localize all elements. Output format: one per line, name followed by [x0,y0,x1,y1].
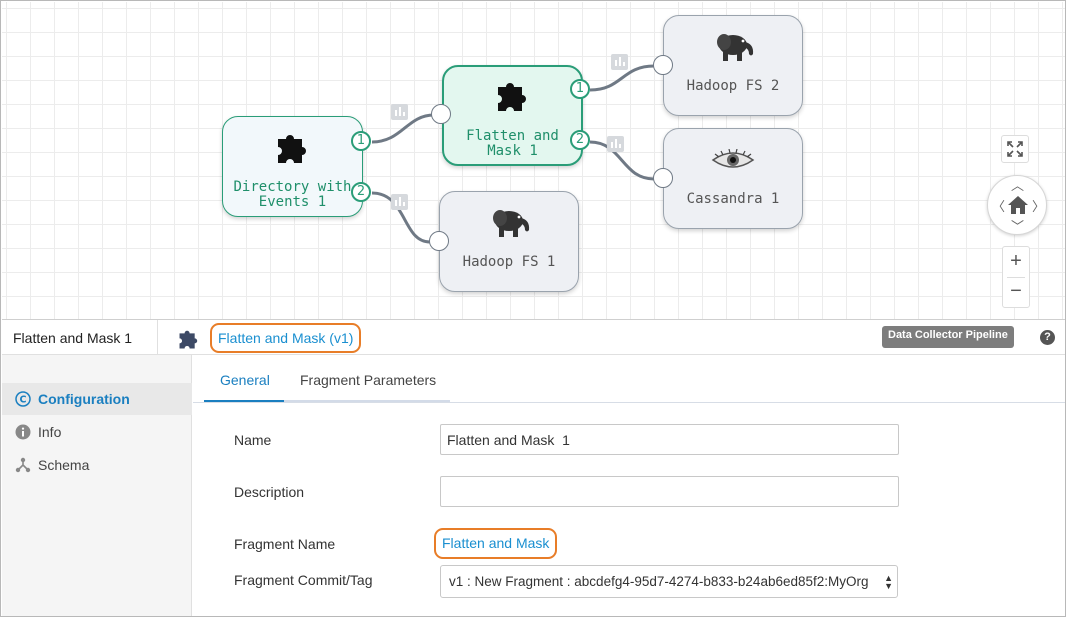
pipeline-edges [371,64,655,244]
fragment-name-link[interactable]: Flatten and Mask [434,528,558,559]
pipeline-canvas[interactable]: Directory with Events 1 1 2 Flatten and … [2,2,1065,319]
pan-up-icon[interactable]: ︿ [1011,178,1025,193]
pan-right-icon[interactable]: 〉 [1032,199,1046,214]
stage-title: Flatten and Mask 1 [13,330,133,346]
zoom-in-button[interactable]: + [1010,250,1022,272]
hadoop-elephant-icon [717,34,754,61]
node-label: Hadoop FS 1 [462,254,556,270]
node-label: Cassandra 1 [686,191,780,207]
input-port[interactable] [653,55,673,75]
edge-directory-to-hdfs1 [371,191,431,244]
config-tabs: General Fragment Parameters [193,355,1065,403]
sidebar-item-label: Info [38,424,62,440]
sidebar-item-configuration[interactable]: C Configuration [2,383,192,415]
output-port-2[interactable]: 2 [570,130,590,150]
cassandra-eye-icon [711,149,755,168]
node-label: Flatten and Mask 1 [466,128,559,159]
node-cassandra-1[interactable]: Cassandra 1 [663,128,803,229]
help-icon[interactable]: ? [1040,330,1055,345]
input-port[interactable] [431,104,451,124]
node-hadoop-fs-1[interactable]: Hadoop FS 1 [439,191,579,292]
edge-stats-icon[interactable] [607,136,624,152]
description-input[interactable] [440,476,899,507]
zoom-control: + − [1002,246,1030,308]
node-directory-with-events[interactable]: Directory with Events 1 [222,116,363,217]
edge-stats-icon[interactable] [611,54,628,70]
node-label: Directory with Events 1 [233,179,352,210]
schema-icon [15,457,31,473]
output-port-1[interactable]: 1 [351,131,371,151]
puzzle-icon [179,330,198,349]
fragment-commit-value: v1 : New Fragment : abcdefg4-95d7-4274-b… [449,574,869,589]
node-label: Hadoop FS 2 [686,78,780,94]
sidebar-item-label: Schema [38,457,90,473]
tab-fragment-parameters[interactable]: Fragment Parameters [300,372,437,388]
description-label: Description [234,484,305,500]
fragment-commit-label: Fragment Commit/Tag [234,572,373,588]
select-arrows-icon: ▲▼ [884,573,893,591]
node-hadoop-fs-2[interactable]: Hadoop FS 2 [663,15,803,116]
info-icon [15,424,31,440]
sidebar-item-info[interactable]: Info [2,416,192,448]
fragment-commit-select[interactable]: v1 : New Fragment : abcdefg4-95d7-4274-b… [440,565,898,598]
output-port-1[interactable]: 1 [570,79,590,99]
pan-navigation-control[interactable]: ︿ ﹀ 〈 〉 [987,175,1047,235]
input-port[interactable] [653,168,673,188]
fragment-name-label: Fragment Name [234,536,336,552]
svg-text:C: C [20,395,27,406]
tab-general[interactable]: General [220,372,270,388]
stage-header: Flatten and Mask 1 Flatten and Mask (v1)… [2,319,1065,355]
edge-stats-icon[interactable] [391,194,408,210]
fit-to-screen-button[interactable] [1001,135,1029,163]
home-icon[interactable] [1007,195,1029,215]
expand-icon [1007,141,1023,157]
hadoop-elephant-icon [493,210,530,237]
zoom-out-button[interactable]: − [1010,280,1022,302]
pan-left-icon[interactable]: 〈 [992,199,1006,214]
configuration-icon: C [15,391,31,407]
pan-down-icon[interactable]: ﹀ [1011,219,1025,234]
edge-flatten-to-hdfs2 [589,64,655,92]
edge-stats-icon[interactable] [391,104,408,120]
config-sidebar: C Configuration Info Schema [2,355,192,616]
puzzle-icon [277,135,306,163]
name-label: Name [234,432,272,448]
edge-directory-to-flatten [371,113,435,144]
edge-flatten-to-cassandra [589,140,655,181]
input-port[interactable] [429,231,449,251]
node-flatten-and-mask[interactable]: Flatten and Mask 1 [442,65,583,166]
sidebar-item-schema[interactable]: Schema [2,449,192,481]
sidebar-item-label: Configuration [38,391,130,407]
puzzle-icon [497,83,526,111]
output-port-2[interactable]: 2 [351,182,371,202]
fragment-version-link[interactable]: Flatten and Mask (v1) [210,323,362,353]
config-panel: General Fragment Parameters Name Descrip… [193,355,1065,616]
pipeline-type-badge: Data Collector Pipeline [882,326,1014,348]
name-input[interactable] [440,424,899,455]
